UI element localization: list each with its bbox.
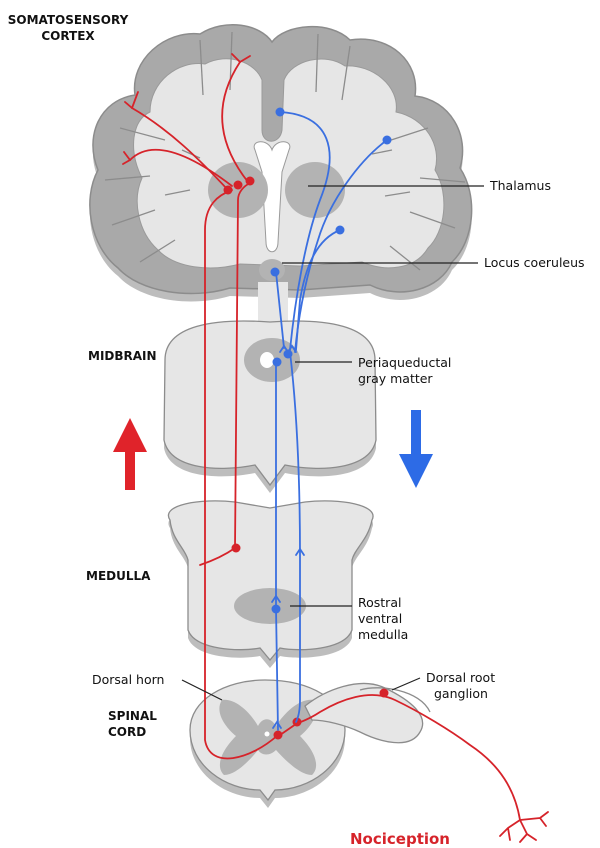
label-pag-2: gray matter [358,371,433,386]
midbrain-section [164,321,376,493]
region-label-cortex-2: CORTEX [41,29,95,43]
central-canal [265,732,270,737]
cortex-blue-neuron-1 [276,108,285,117]
dorsal-horn-neuron [274,731,283,740]
region-label-cortex-1: SOMATOSENSORY [8,13,129,27]
arrow-down-icon [399,410,433,488]
brain-section [90,25,472,322]
region-label-medulla: MEDULLA [86,569,151,583]
region-label-midbrain: MIDBRAIN [88,349,157,363]
label-drg-1: Dorsal root [426,670,495,685]
label-rvm-2: ventral [358,611,402,626]
nociceptor-endings [500,812,548,842]
thalamus-neuron-2 [234,181,243,190]
thalamus-neuron-1 [224,186,233,195]
medulla-red-neuron [232,544,241,553]
medulla-tissue [168,501,373,660]
region-label-spinal-1: SPINAL [108,709,157,723]
cerebral-aqueduct [260,352,274,368]
thalamus-right [285,162,345,218]
thalamus-neuron-3 [246,177,255,186]
cortex-blue-neuron-2 [383,136,392,145]
label-nociception: Nociception [350,830,450,848]
label-rvm-3: medulla [358,627,408,642]
label-thalamus: Thalamus [489,178,551,193]
arrow-up-icon [113,418,147,490]
drg-leader [392,678,420,690]
label-locus-coeruleus: Locus coeruleus [484,255,585,270]
medulla-section [168,501,373,668]
label-drg-2: ganglion [434,686,488,701]
rvm-neuron [272,605,281,614]
drg-cell-body [380,689,389,698]
locus-coeruleus-neuron [271,268,280,277]
label-pag-1: Periaqueductal [358,355,451,370]
cortex-blue-neuron-3 [336,226,345,235]
brainstem-neck [258,282,288,322]
label-rvm-1: Rostral [358,595,401,610]
pag-neuron [273,358,282,367]
pag-neuron-2 [284,350,293,359]
dorsal-horn-leader [182,680,222,700]
label-dorsal-horn: Dorsal horn [92,672,164,687]
region-label-spinal-2: CORD [108,725,146,739]
